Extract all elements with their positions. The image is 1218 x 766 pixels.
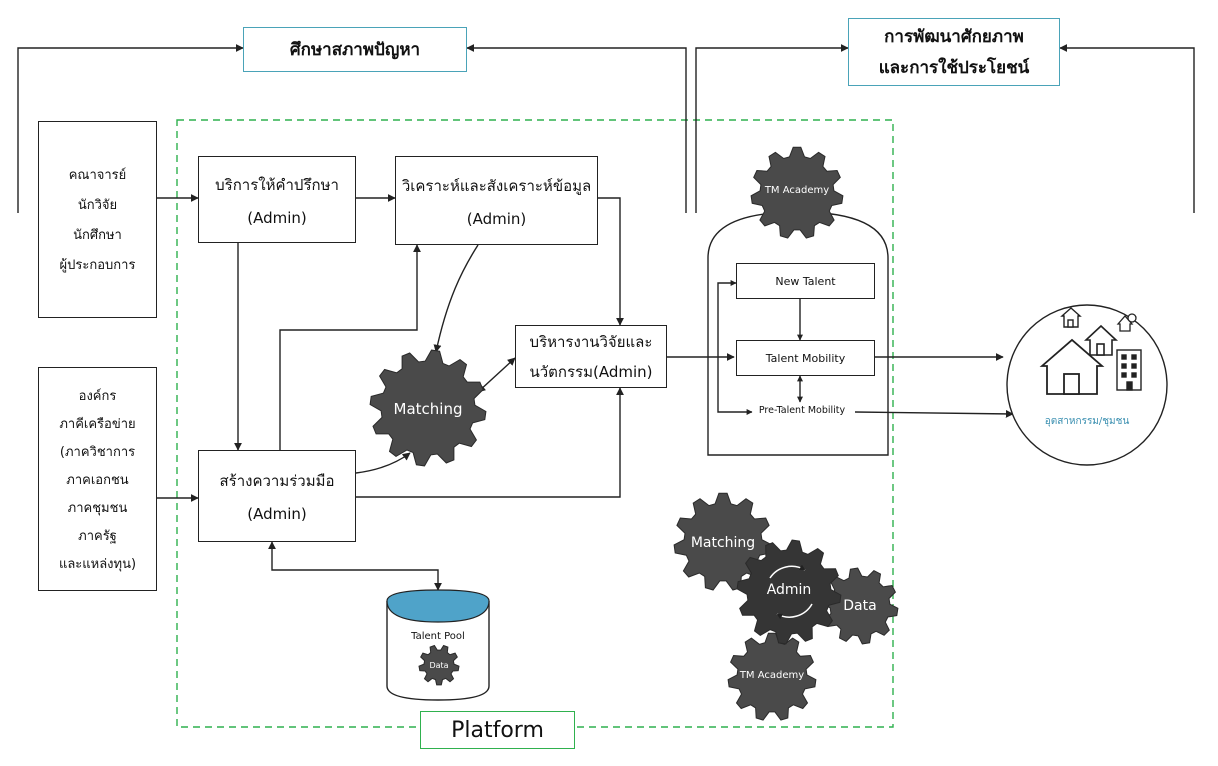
org-line-2: ภาคีเครือข่าย bbox=[59, 416, 136, 432]
arrow-collab-to-matching bbox=[355, 452, 411, 474]
manage-line1: บริหารงานวิจัยและ bbox=[529, 332, 653, 351]
org-line-3: (ภาควิชาการ bbox=[59, 444, 136, 460]
arrow-collab-talentpool bbox=[268, 541, 442, 591]
arrow-analyze-to-matching bbox=[433, 244, 479, 353]
collab-title: สร้างความร่วมมือ bbox=[219, 472, 335, 490]
analyze-title: วิเคราะห์และสังเคราะห์ข้อมูล bbox=[401, 176, 592, 195]
platform-label-box: Platform bbox=[420, 711, 575, 749]
development-line1: การพัฒนาศักยภาพ bbox=[884, 27, 1024, 47]
collab-role: (Admin) bbox=[247, 505, 307, 523]
talent-mobility-label: Talent Mobility bbox=[765, 351, 846, 365]
arrow-branch-pre-talent bbox=[717, 357, 753, 415]
analyze-role: (Admin) bbox=[466, 209, 527, 228]
org-line-7: และแหล่งทุน) bbox=[58, 556, 137, 572]
consult-title: บริการให้คำปรึกษา bbox=[215, 175, 339, 194]
house-large-icon bbox=[1039, 338, 1105, 395]
academy-container bbox=[707, 211, 889, 456]
cluster-data-label: Data bbox=[843, 598, 877, 614]
talent-pool-label: Talent Pool bbox=[411, 631, 465, 642]
arrow-pre-to-industry bbox=[854, 409, 1014, 418]
cluster-matching-label: Matching bbox=[690, 535, 756, 551]
matching-gear-label: Matching bbox=[393, 400, 463, 418]
organizations-box: องค์กร ภาคีเครือข่าย (ภาควิชาการ ภาคเอกช… bbox=[38, 367, 157, 591]
arrow-analyze-to-manage bbox=[598, 197, 624, 326]
cluster-admin-label: Admin bbox=[766, 582, 812, 598]
cycle-arrows-icon bbox=[769, 564, 813, 620]
org-line-1: องค์กร bbox=[78, 388, 117, 404]
feedback-loop-left bbox=[17, 44, 687, 213]
org-line-6: ภาครัฐ bbox=[78, 528, 117, 544]
talent-mobility-box: Talent Mobility bbox=[736, 340, 875, 376]
tree-house-icon bbox=[1116, 313, 1137, 332]
people-researchers: นักวิจัย bbox=[77, 198, 118, 213]
problem-study-label: ศึกษาสภาพปัญหา bbox=[289, 40, 421, 60]
academy-gear-label: TM Academy bbox=[764, 185, 830, 196]
org-line-5: ภาคชุมชน bbox=[67, 500, 128, 516]
house-small-icon bbox=[1083, 324, 1119, 356]
new-talent-box: New Talent bbox=[736, 263, 875, 299]
talent-pool-data-gear-icon bbox=[418, 644, 460, 686]
consult-box: บริการให้คำปรึกษา (Admin) bbox=[198, 156, 356, 243]
problem-study-box: ศึกษาสภาพปัญหา bbox=[243, 27, 467, 72]
people-lecturers: คณาจารย์ bbox=[68, 168, 127, 183]
manage-line2: นวัตกรรม(Admin) bbox=[529, 362, 653, 381]
analyze-box: วิเคราะห์และสังเคราะห์ข้อมูล (Admin) bbox=[395, 156, 598, 245]
arrow-branch-new-talent bbox=[717, 280, 737, 357]
development-line2: และการใช้ประโยชน์ bbox=[878, 58, 1030, 78]
house-tiny-icon bbox=[1060, 307, 1082, 328]
org-line-4: ภาคเอกชน bbox=[66, 472, 129, 488]
industry-label: อุตสาหกรรม/ชุมชน bbox=[1044, 416, 1130, 427]
matching-gear-icon bbox=[369, 349, 487, 467]
arrow-collab-to-manage bbox=[356, 387, 624, 498]
collab-box: สร้างความร่วมมือ (Admin) bbox=[198, 450, 356, 542]
pre-talent-mobility-label: Pre-Talent Mobility bbox=[758, 405, 846, 416]
building-icon bbox=[1116, 349, 1142, 391]
feedback-loop-right bbox=[695, 44, 1195, 213]
people-entrepreneurs: ผู้ประกอบการ bbox=[59, 258, 136, 273]
arrow-collab-to-analyze bbox=[279, 244, 421, 450]
academy-gear-icon bbox=[750, 146, 844, 239]
talent-pool-data-gear-label: Data bbox=[429, 661, 449, 670]
cluster-academy-label: TM Academy bbox=[739, 670, 805, 681]
arrow-matching-manage bbox=[477, 357, 516, 393]
people-students: นักศึกษา bbox=[73, 228, 122, 243]
manage-box: บริหารงานวิจัยและ นวัตกรรม(Admin) bbox=[515, 325, 667, 388]
people-box: คณาจารย์ นักวิจัย นักศึกษา ผู้ประกอบการ bbox=[38, 121, 157, 318]
consult-role: (Admin) bbox=[247, 208, 307, 227]
platform-label: Platform bbox=[451, 717, 544, 743]
cluster-admin-gear-icon bbox=[736, 539, 842, 645]
development-box: การพัฒนาศักยภาพ และการใช้ประโยชน์ bbox=[848, 18, 1060, 86]
cluster-academy-gear-icon bbox=[727, 632, 817, 721]
new-talent-label: New Talent bbox=[775, 274, 836, 288]
